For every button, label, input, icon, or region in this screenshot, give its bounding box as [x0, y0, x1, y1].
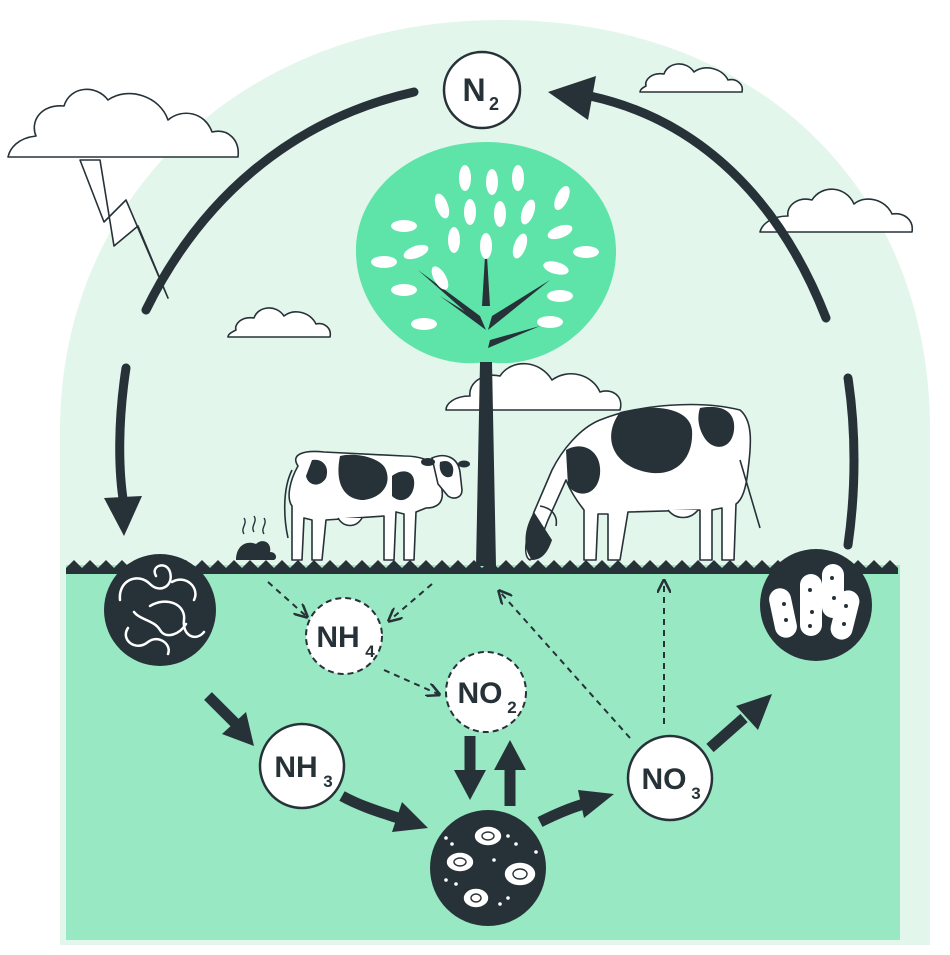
thick-arrow-no2-down [454, 736, 486, 800]
cloud-icon [759, 188, 914, 233]
node-nh4-main: NH [316, 621, 359, 654]
grass-line [66, 560, 898, 574]
thick-arrow-worms-to-nh3 [204, 692, 254, 746]
node-n2-sub: 2 [489, 94, 499, 114]
thick-arrow-no2-up [494, 740, 526, 806]
node-no2: NO 2 [445, 651, 527, 733]
tree-icon [355, 142, 617, 566]
thick-arrow-no3-to-bacteria [706, 694, 772, 753]
node-nh3: NH 3 [258, 722, 346, 810]
cycle-arc-lower-left [115, 363, 131, 510]
dashed-arrow-dung-to-nh4 [267, 581, 306, 616]
node-no3: NO 3 [626, 734, 714, 822]
cycle-arc-lower-right [843, 373, 859, 550]
cloud-icon [639, 63, 744, 93]
node-nh3-main: NH [274, 751, 317, 784]
node-n2-main: N [462, 72, 485, 108]
arrow-head-to-worms [104, 496, 142, 536]
dashed-arrow-nh4-to-no2 [383, 669, 438, 694]
thick-arrow-nh3-to-microbes [339, 791, 428, 832]
cow-icon [283, 450, 470, 561]
cloud-icon [7, 88, 239, 158]
dashed-arrow-soil-to-nh4 [390, 583, 433, 620]
microbe-icon [430, 810, 546, 926]
node-n2: N 2 [442, 50, 522, 130]
node-nh4: NH 4 [305, 597, 383, 675]
node-nh4-sub: 4 [365, 642, 375, 661]
bacteria-icon [760, 549, 872, 661]
cycle-arc-right [585, 91, 831, 323]
lightning-icon [79, 159, 169, 299]
cloud-icon [227, 307, 332, 338]
cow-icon [524, 403, 761, 561]
dung-icon [236, 515, 277, 560]
node-no2-sub: 2 [507, 698, 516, 717]
thick-arrow-microbes-to-no3 [537, 790, 614, 827]
node-no3-sub: 3 [691, 784, 700, 803]
worm-icon [104, 554, 216, 666]
node-no3-main: NO [642, 763, 687, 796]
node-nh3-sub: 3 [323, 772, 332, 791]
node-no2-main: NO [458, 677, 503, 710]
arrow-head-to-n2 [548, 76, 596, 120]
cycle-arc-left [141, 87, 419, 315]
